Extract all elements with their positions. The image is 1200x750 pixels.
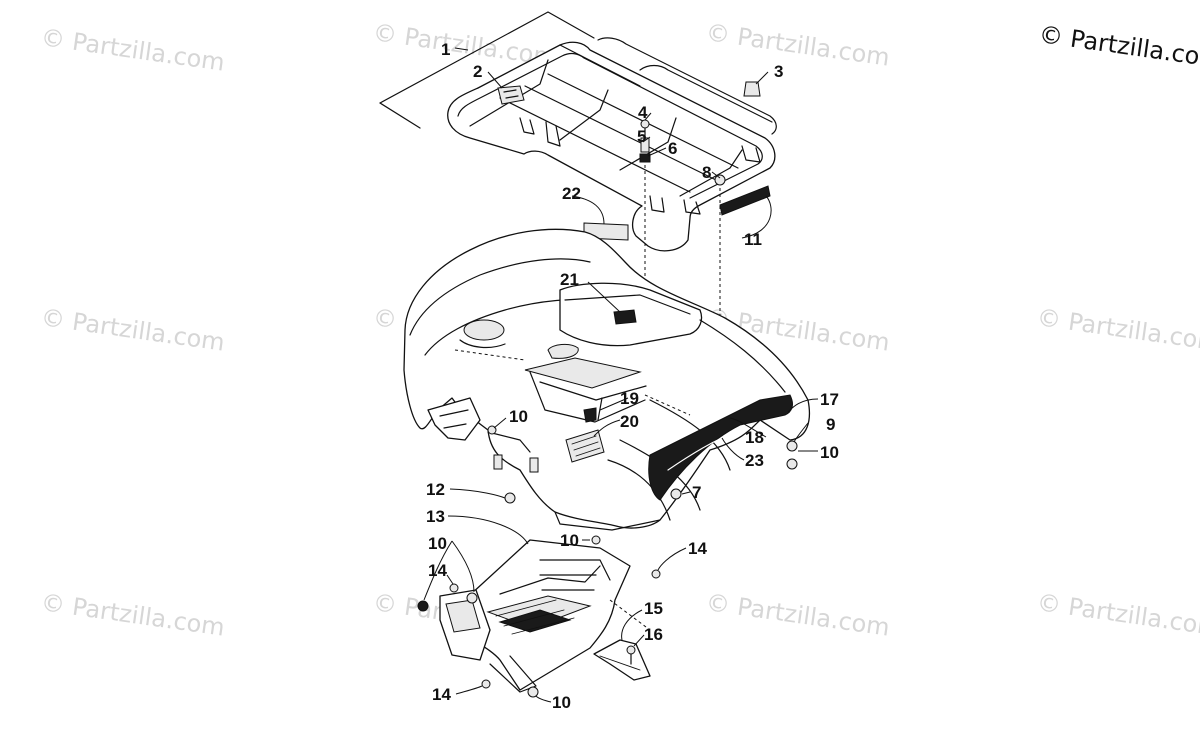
rear-rack [379, 11, 777, 252]
callout-23: 23 [745, 451, 764, 470]
callout-13: 13 [426, 507, 445, 526]
watermark: © Partzilla.com [1035, 588, 1200, 642]
callout-1: 1 [441, 40, 450, 59]
callout-14: 14 [432, 685, 451, 704]
callout-2: 2 [473, 62, 482, 81]
callout-4: 4 [638, 103, 648, 122]
callout-8: 8 [702, 163, 711, 182]
callout-10: 10 [820, 443, 839, 462]
callout-10: 10 [560, 531, 579, 550]
body-hardware [487, 425, 798, 545]
footwell-hardware [417, 569, 661, 698]
callout-22: 22 [562, 184, 581, 203]
watermark: © Partzilla.com [1035, 303, 1200, 357]
callout-11: 11 [744, 230, 762, 249]
callout-7: 7 [692, 483, 701, 502]
watermark: © Partzilla.com [39, 588, 226, 642]
callout-12: 12 [426, 480, 445, 499]
leader-lines [423, 47, 819, 703]
callout-16: 16 [644, 625, 663, 644]
callout-14: 14 [688, 539, 707, 558]
callout-5: 5 [637, 127, 646, 146]
rear-body-panel [403, 222, 811, 531]
callout-10: 10 [509, 407, 528, 426]
callout-19: 19 [620, 389, 639, 408]
watermark: © Partzilla.com [39, 23, 226, 77]
callout-20: 20 [620, 412, 639, 431]
footwell-floorboard [439, 539, 651, 693]
callout-3: 3 [774, 62, 783, 81]
callout-15: 15 [644, 599, 663, 618]
copyright-notice: © Partzilla.com [1037, 20, 1200, 74]
callout-21: 21 [560, 270, 579, 289]
watermark: © Partzilla.com [704, 588, 891, 642]
callout-10: 10 [552, 693, 571, 712]
watermark: © Partzilla.com [39, 303, 226, 357]
callout-labels: 1 2 3 4 5 6 8 11 22 21 19 20 10 17 9 18 … [426, 40, 839, 712]
callout-10: 10 [428, 534, 447, 553]
callout-17: 17 [820, 390, 839, 409]
watermark: © Partzilla.com [704, 18, 891, 72]
callout-6: 6 [668, 139, 677, 158]
callout-18: 18 [745, 428, 764, 447]
callout-14: 14 [428, 561, 447, 580]
callout-9: 9 [826, 415, 835, 434]
